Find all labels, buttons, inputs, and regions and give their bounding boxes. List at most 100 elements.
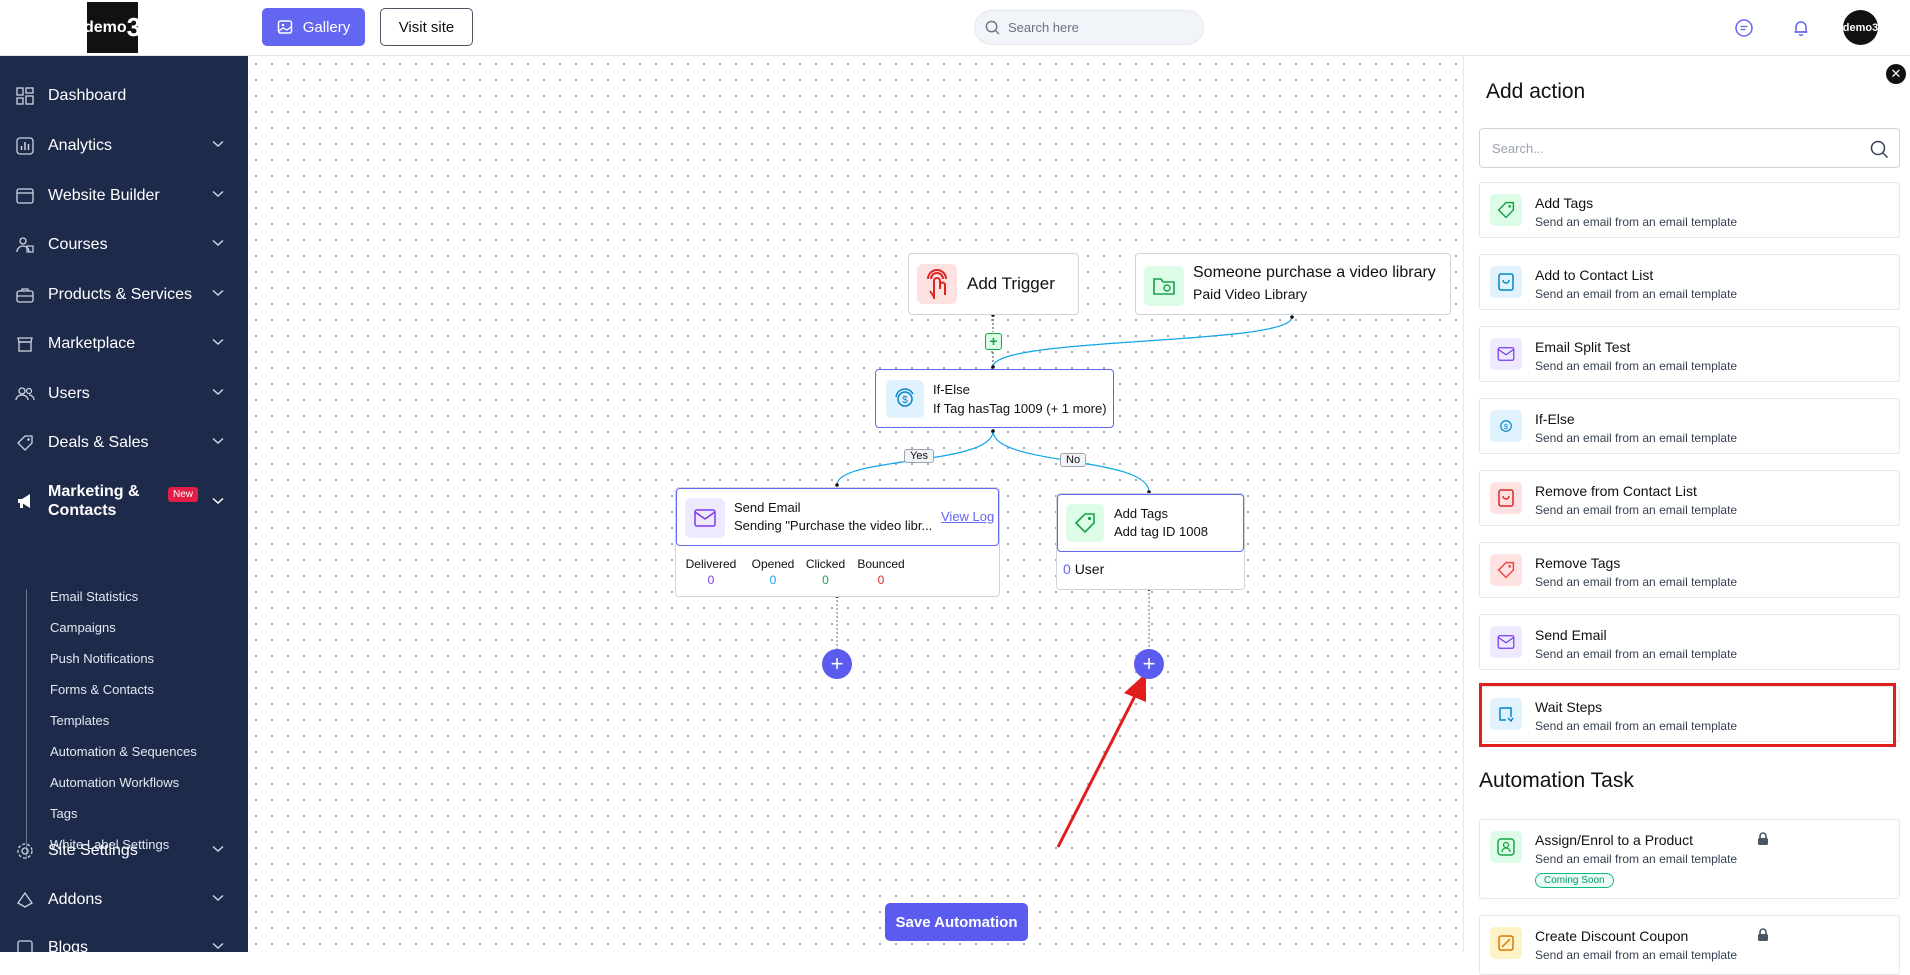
sidebar-item-dashboard[interactable]: Dashboard bbox=[0, 76, 248, 116]
action-email-split-test[interactable]: Email Split Test Send an email from an e… bbox=[1479, 326, 1900, 382]
add-step-button-no[interactable]: + bbox=[1134, 649, 1164, 679]
sidebar-item-users[interactable]: Users bbox=[0, 374, 248, 414]
action-search-input[interactable]: Search... bbox=[1479, 128, 1900, 168]
stat-label: Bounced bbox=[857, 557, 905, 571]
wait-icon bbox=[1490, 698, 1522, 730]
panel-title: Add action bbox=[1486, 80, 1586, 103]
search-input[interactable]: Search here bbox=[974, 10, 1204, 45]
search-icon bbox=[1869, 139, 1889, 159]
trigger-label: Add Trigger bbox=[967, 274, 1055, 293]
chat-icon[interactable] bbox=[1729, 13, 1759, 43]
chevron-down-icon bbox=[212, 190, 224, 198]
subnav-push-notifications[interactable]: Push Notifications bbox=[50, 651, 155, 666]
chevron-down-icon bbox=[212, 338, 224, 346]
mail-icon bbox=[1490, 338, 1522, 370]
subnav-tags[interactable]: Tags bbox=[50, 806, 78, 821]
finger-touch-icon bbox=[917, 264, 957, 304]
action-subtitle: Send an email from an email template bbox=[1535, 215, 1738, 229]
sidebar-item-addons[interactable]: Addons bbox=[0, 880, 248, 920]
sidebar-item-deals[interactable]: Deals & Sales bbox=[0, 423, 248, 463]
sidebar-item-blogs[interactable]: Blogs bbox=[0, 928, 248, 952]
action-remove-from-contact-list[interactable]: Remove from Contact List Send an email f… bbox=[1479, 470, 1900, 526]
task-assign-enrol[interactable]: Assign/Enrol to a Product Send an email … bbox=[1479, 819, 1900, 899]
add-tags-subtitle: Add tag ID 1008 bbox=[1114, 524, 1208, 539]
task-create-coupon[interactable]: Create Discount Coupon Send an email fro… bbox=[1479, 915, 1900, 975]
action-remove-tags[interactable]: Remove Tags Send an email from an email … bbox=[1479, 542, 1900, 598]
if-else-title: If-Else bbox=[933, 382, 970, 397]
subnav-campaigns[interactable]: Campaigns bbox=[50, 620, 116, 635]
edge-dot bbox=[991, 365, 995, 369]
add-tags-node[interactable]: Add Tags Add tag ID 1008 0 User bbox=[1056, 493, 1245, 590]
chevron-down-icon bbox=[212, 289, 224, 297]
subnav-email-statistics[interactable]: Email Statistics bbox=[50, 589, 139, 604]
subnav-white-label[interactable]: White Label Settings bbox=[50, 837, 170, 852]
subnav-forms-contacts[interactable]: Forms & Contacts bbox=[50, 682, 155, 697]
action-title: Remove Tags bbox=[1535, 555, 1621, 571]
sidebar-item-label: Courses bbox=[48, 236, 108, 253]
add-step-button-yes[interactable]: + bbox=[822, 649, 852, 679]
sidebar-item-marketing[interactable]: Marketing & Contacts New bbox=[0, 479, 248, 523]
purchase-subtitle: Paid Video Library bbox=[1193, 286, 1308, 302]
gallery-label: Gallery bbox=[302, 18, 351, 36]
send-email-node[interactable]: Send Email Sending "Purchase the video l… bbox=[675, 487, 1000, 597]
sidebar-item-products[interactable]: Products & Services bbox=[0, 275, 248, 315]
close-icon[interactable]: ✕ bbox=[1886, 64, 1906, 84]
stat-value: 0 bbox=[877, 573, 885, 587]
visit-site-button[interactable]: Visit site bbox=[380, 8, 473, 46]
workflow-canvas[interactable]: Add Trigger Someone purchase a video lib… bbox=[248, 56, 1463, 952]
logo-text: demo bbox=[83, 18, 127, 36]
add-trigger-node[interactable]: Add Trigger bbox=[908, 253, 1079, 315]
label-line-1: Marketing & bbox=[48, 483, 140, 500]
action-send-email[interactable]: Send Email Send an email from an email t… bbox=[1479, 614, 1900, 670]
sidebar-item-website-builder[interactable]: Website Builder bbox=[0, 176, 248, 216]
view-log-link[interactable]: View Log bbox=[941, 509, 995, 524]
sidebar-item-marketplace[interactable]: Marketplace bbox=[0, 324, 248, 364]
action-search-placeholder: Search... bbox=[1492, 140, 1545, 156]
courses-icon bbox=[14, 234, 36, 256]
edge-dot bbox=[991, 429, 995, 433]
stat-label: Opened bbox=[751, 557, 795, 571]
stat-bounced: Bounced 0 bbox=[854, 557, 908, 587]
dashboard-icon bbox=[14, 85, 36, 107]
if-else-node[interactable]: $ If-Else If Tag hasTag 1009 (+ 1 more) bbox=[875, 369, 1114, 428]
no-branch-label: No bbox=[1060, 453, 1087, 467]
stat-label: Clicked bbox=[805, 557, 846, 571]
add-step-small-button[interactable]: + bbox=[985, 333, 1002, 350]
logo-number: 3 bbox=[126, 12, 142, 42]
new-badge: New bbox=[168, 487, 199, 502]
bell-icon[interactable] bbox=[1786, 13, 1816, 43]
action-if-else[interactable]: $ If-Else Send an email from an email te… bbox=[1479, 398, 1900, 454]
sidebar-item-label: Site Settings bbox=[48, 842, 138, 859]
gallery-button[interactable]: Gallery bbox=[262, 8, 365, 46]
action-subtitle: Send an email from an email template bbox=[1535, 503, 1738, 517]
subnav-automation-workflows[interactable]: Automation Workflows bbox=[50, 775, 180, 790]
action-add-tags[interactable]: Add Tags Send an email from an email tem… bbox=[1479, 182, 1900, 238]
visit-site-label: Visit site bbox=[398, 18, 455, 36]
purchase-title: Someone purchase a video library bbox=[1193, 264, 1436, 281]
sidebar-item-label: Analytics bbox=[48, 137, 113, 154]
action-title: Email Split Test bbox=[1535, 339, 1631, 355]
sidebar-item-site-settings[interactable]: Site Settings bbox=[0, 831, 248, 871]
avatar[interactable]: demo3 bbox=[1843, 10, 1878, 45]
sidebar-item-courses[interactable]: Courses bbox=[0, 225, 248, 265]
gear-icon bbox=[14, 840, 36, 862]
save-automation-button[interactable]: Save Automation bbox=[885, 903, 1028, 941]
subnav-automation-sequences[interactable]: Automation & Sequences bbox=[50, 744, 197, 759]
email-stats: Delivered 0 Opened 0 Clicked 0 Bounced 0 bbox=[682, 557, 972, 589]
save-automation-label: Save Automation bbox=[895, 913, 1018, 931]
action-add-to-contact-list[interactable]: Add to Contact List Send an email from a… bbox=[1479, 254, 1900, 310]
subnav-templates[interactable]: Templates bbox=[50, 713, 110, 728]
purchase-trigger-node[interactable]: Someone purchase a video library Paid Vi… bbox=[1135, 253, 1451, 315]
analytics-icon bbox=[14, 135, 36, 157]
enrol-icon bbox=[1490, 831, 1522, 863]
if-else-icon: $ bbox=[886, 380, 924, 418]
annotation-arrow-line bbox=[1056, 689, 1140, 848]
action-subtitle: Send an email from an email template bbox=[1535, 359, 1738, 373]
sidebar-item-analytics[interactable]: Analytics bbox=[0, 126, 248, 166]
action-wait-steps[interactable]: Wait Steps Send an email from an email t… bbox=[1479, 686, 1900, 742]
stat-value: 0 bbox=[822, 573, 829, 587]
edge-dot bbox=[1147, 490, 1151, 494]
add-action-panel: Add action Search... Add Tags Send an em… bbox=[1463, 56, 1910, 975]
